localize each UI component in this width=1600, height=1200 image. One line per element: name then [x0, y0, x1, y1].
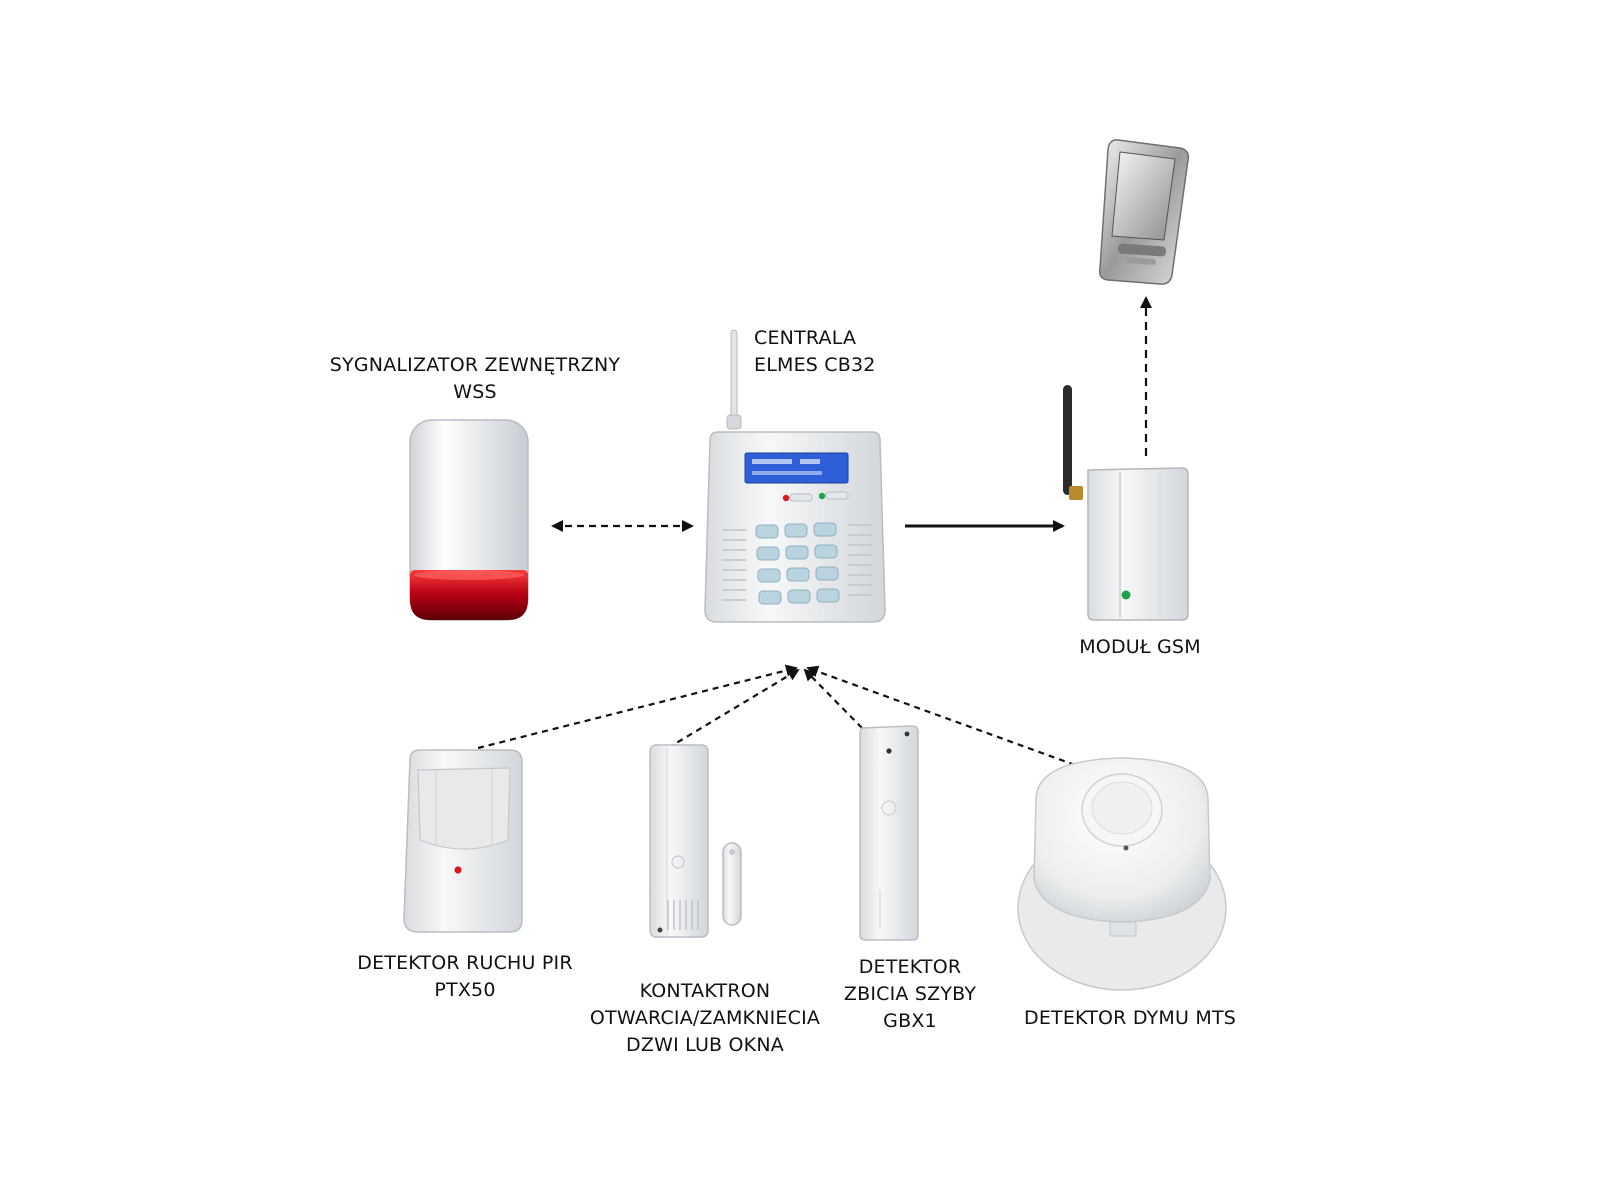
siren-label: SYGNALIZATOR ZEWNĘTRZNY WSS [329, 354, 621, 403]
smoke-detector-icon [1017, 757, 1227, 991]
contact-label: KONTAKTRON OTWARCIA/ZAMKNIECIA DZWI LUB … [589, 980, 821, 1056]
door-window-contact-icon [649, 744, 742, 938]
alarm-control-panel-keypad-icon [704, 329, 886, 623]
arrow-contact-panel [667, 668, 800, 749]
arrow-glass-panel [803, 668, 863, 729]
mobile-phone-icon [1098, 139, 1190, 285]
pir-motion-detector-icon [403, 749, 523, 933]
arrow-smoke-panel [806, 665, 1076, 767]
pir-label: DETEKTOR RUCHU PIR PTX50 [357, 952, 573, 1001]
panel-label: CENTRALA ELMES CB32 [754, 327, 876, 376]
arrow-pir-panel [477, 664, 798, 750]
glass-label: DETEKTOR ZBICIA SZYBY GBX1 [843, 956, 977, 1032]
outdoor-siren-icon [409, 419, 529, 621]
connection-lines [477, 296, 1152, 767]
gsm-module-icon [1063, 385, 1189, 621]
smoke-label: DETEKTOR DYMU MTS [1023, 1007, 1237, 1029]
glass-break-detector-icon [859, 725, 919, 941]
gsm-label: MODUŁ GSM [1079, 636, 1201, 658]
